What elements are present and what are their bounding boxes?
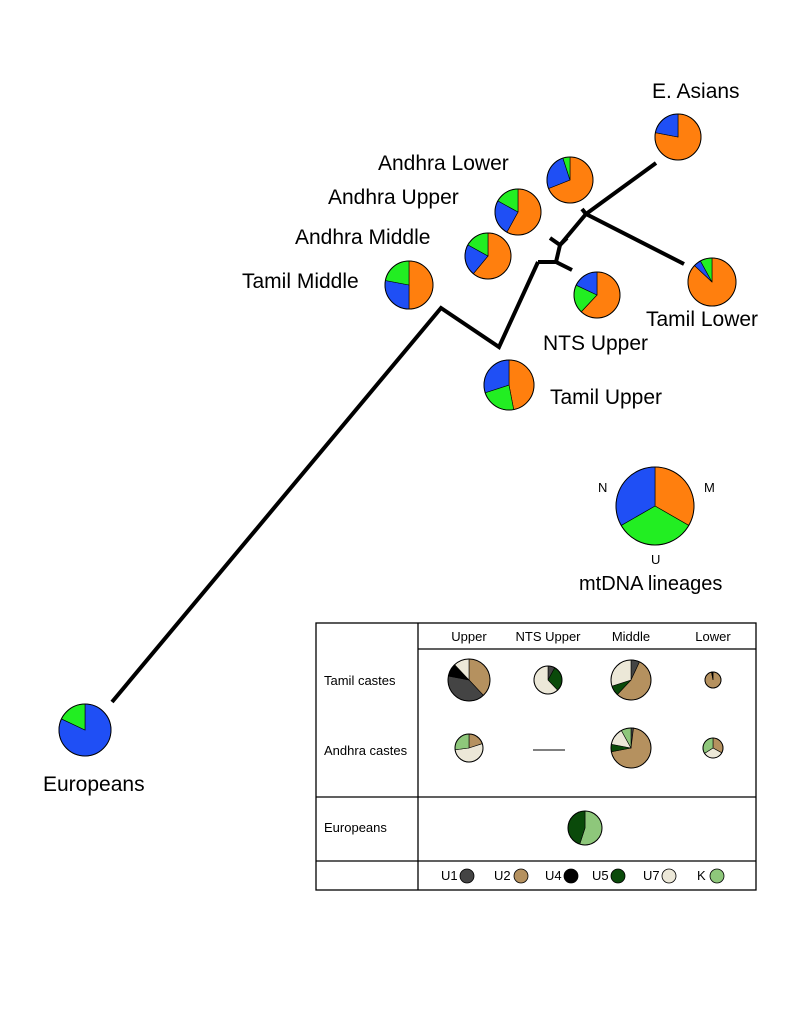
key-swatch-u4 <box>563 868 579 884</box>
legend-pie <box>615 466 695 546</box>
table-pies <box>447 658 724 846</box>
column-header-middle: Middle <box>612 629 650 644</box>
tree-branches <box>110 161 685 704</box>
pie-europeans-outline <box>58 703 112 757</box>
pie-tamil-middle-slice-m <box>408 260 434 310</box>
legend-u-label: U <box>651 552 660 567</box>
pie-nts-upper-outline <box>573 271 621 319</box>
key-swatches <box>459 868 725 884</box>
key-label-u1: U1 <box>441 868 458 883</box>
branch-e-asians <box>584 161 658 216</box>
table-pie-r1-c2-outline <box>610 727 652 769</box>
column-header-nts-upper: NTS Upper <box>515 629 581 644</box>
pie-europeans <box>58 703 112 757</box>
table-pie-r1-c2 <box>610 727 652 769</box>
table-pie-r0-c1-outline <box>533 665 563 695</box>
table-pie-r0-c0 <box>447 658 491 702</box>
label-andhra-lower: Andhra Lower <box>378 152 509 175</box>
branch-andhra-upper-node <box>558 236 569 247</box>
key-swatch-u7 <box>661 868 677 884</box>
branch-europeans <box>110 261 540 704</box>
key-label-k: K <box>697 868 706 883</box>
label-tamil-lower: Tamil Lower <box>646 308 758 331</box>
key-swatch-u2 <box>513 868 529 884</box>
column-header-upper: Upper <box>451 629 487 644</box>
key-swatch-u1 <box>459 868 475 884</box>
table-pie-r1-c3 <box>702 737 724 759</box>
label-tamil-upper: Tamil Upper <box>550 386 662 409</box>
pie-andhra-upper <box>494 188 542 236</box>
table-pie-r0-c3-outline <box>704 671 722 689</box>
pie-andhra-middle-outline <box>464 232 512 280</box>
table-pie-r2-c0 <box>567 810 603 846</box>
label-e-asians: E. Asians <box>652 80 740 103</box>
legend-n-label: N <box>598 480 607 495</box>
haplogroup-table: Upper NTS Upper Middle Lower Tamil caste… <box>315 622 757 891</box>
label-andhra-upper: Andhra Upper <box>328 186 459 209</box>
pie-e-asians-outline <box>654 113 702 161</box>
pie-andhra-lower <box>546 156 594 204</box>
pie-andhra-middle <box>464 232 512 280</box>
row-label-tamil-castes: Tamil castes <box>324 673 396 688</box>
row-label-europeans: Europeans <box>324 820 387 835</box>
table-pie-r0-c1 <box>533 665 563 695</box>
key-swatch-k <box>709 868 725 884</box>
table-pie-r1-c3-outline <box>702 737 724 759</box>
pie-andhra-lower-outline <box>546 156 594 204</box>
branch-tamil-lower <box>558 211 685 266</box>
label-andhra-middle: Andhra Middle <box>295 226 430 249</box>
table-border <box>315 622 757 891</box>
legend-m-label: M <box>704 480 715 495</box>
pie-tamil-middle <box>384 260 434 310</box>
pie-e-asians <box>654 113 702 161</box>
label-nts-upper: NTS Upper <box>543 332 648 355</box>
key-label-u5: U5 <box>592 868 609 883</box>
table-pie-r2-c0-outline <box>567 810 603 846</box>
key-label-u2: U2 <box>494 868 511 883</box>
column-header-lower: Lower <box>695 629 731 644</box>
key-swatch-u5 <box>610 868 626 884</box>
key-label-u7: U7 <box>643 868 660 883</box>
pie-nts-upper <box>573 271 621 319</box>
legend-lineage-pie-outline <box>615 466 695 546</box>
pie-andhra-upper-outline <box>494 188 542 236</box>
branch-tamil-middle-node <box>538 260 573 272</box>
pie-tamil-middle-slice-n <box>384 280 410 310</box>
branch-andhra-lower-node <box>580 207 588 216</box>
legend-caption: mtDNA lineages <box>579 573 722 595</box>
lineage-legend: N M U mtDNA lineages <box>579 466 722 595</box>
table-pie-r0-c2 <box>610 659 652 701</box>
table-pie-r1-c0-outline <box>454 733 484 763</box>
pie-tamil-upper-outline <box>483 359 535 411</box>
pie-tamil-upper <box>483 359 535 411</box>
pie-tamil-upper-slice-m <box>508 359 535 410</box>
branch-andhra-node <box>548 236 563 263</box>
label-europeans: Europeans <box>43 773 145 796</box>
haplogroup-key: U1 U2 U4 U5 U7 K <box>441 868 725 884</box>
row-label-andhra-castes: Andhra castes <box>324 743 408 758</box>
key-label-u4: U4 <box>545 868 562 883</box>
table-pie-r0-c3 <box>704 671 722 689</box>
table-pie-r0-c0-outline <box>447 658 491 702</box>
population-pies <box>58 113 737 757</box>
table-pie-r0-c2-outline <box>610 659 652 701</box>
pie-tamil-middle-outline <box>384 260 434 310</box>
table-pie-r1-c0 <box>454 733 484 763</box>
legend-lineage-pie <box>615 466 695 546</box>
pie-tamil-lower <box>687 257 737 307</box>
pie-tamil-lower-outline <box>687 257 737 307</box>
label-tamil-middle: Tamil Middle <box>242 270 359 293</box>
